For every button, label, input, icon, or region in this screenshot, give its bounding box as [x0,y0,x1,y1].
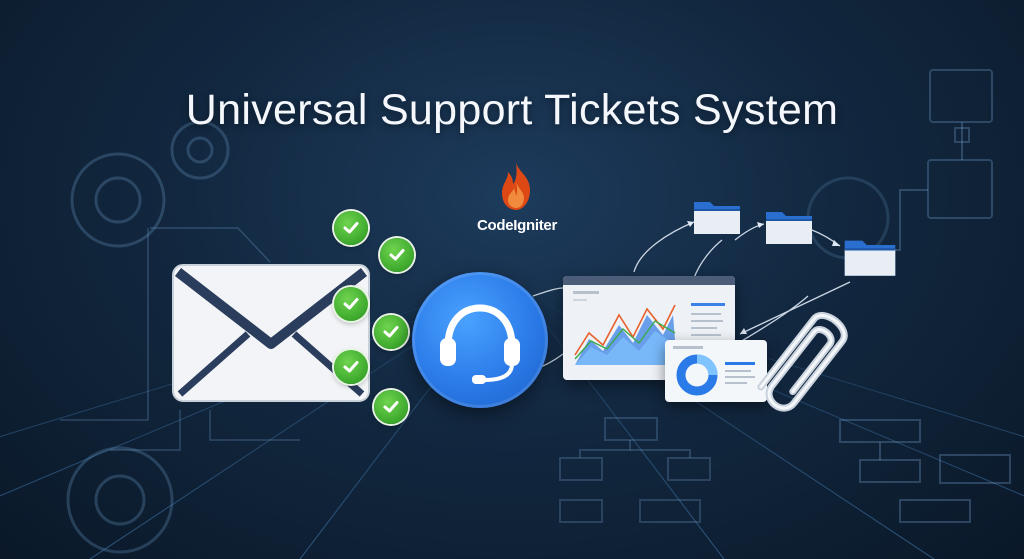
check-icon [380,238,414,272]
donut-chart-card-icon [673,346,755,396]
page-title: Universal Support Tickets System [185,86,839,134]
report-card [665,340,767,402]
window-titlebar [563,276,735,285]
paperclip-icon [757,311,848,412]
check-icon [374,390,408,424]
folder-icon [694,202,740,234]
support-headset-badge [412,272,548,408]
headset-icon [440,304,520,384]
dashboard-chart-icon [573,291,725,365]
check-icon [374,315,408,349]
flame-icon [502,162,530,210]
logo-wordmark: CodeIgniter [476,217,558,234]
codeigniter-logo: CodeIgniter [462,160,572,240]
folder-icon [766,212,812,244]
check-icon [334,211,368,245]
envelope-icon [172,264,370,402]
folder-icon [844,240,896,276]
check-icon [334,350,368,384]
check-icon [334,287,368,321]
